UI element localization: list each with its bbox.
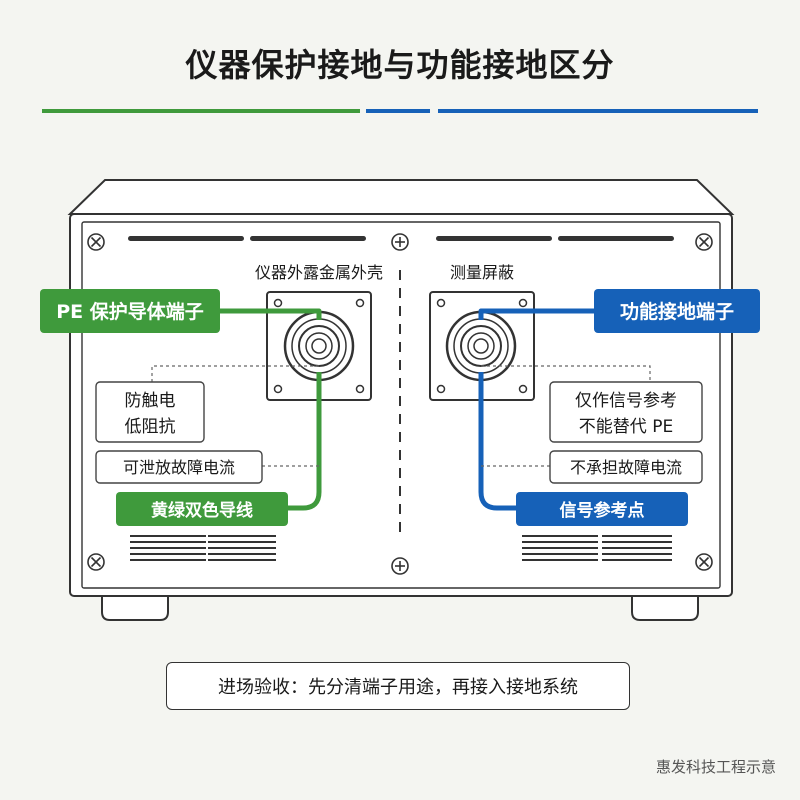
green-wire-label-box	[116, 492, 288, 526]
plate-hole	[436, 384, 446, 394]
functional-terminal-label: 功能接地端子	[620, 300, 734, 323]
plate-hole	[436, 298, 446, 308]
screw-icon	[87, 553, 105, 571]
screw-icon	[87, 233, 105, 251]
leader-line	[151, 365, 319, 382]
left-note-line1: 防触电	[125, 391, 176, 411]
foot-right	[631, 595, 699, 621]
watermark: 惠发科技工程示意	[655, 758, 776, 776]
right-note-line2: 不能替代 PE	[579, 417, 673, 437]
signal-reference-label-box	[516, 492, 688, 526]
page-title: 仪器保护接地与功能接地区分	[185, 46, 615, 84]
right-note-box	[549, 381, 703, 443]
green-yellow-wire	[288, 372, 322, 511]
right-note-line1: 仅作信号参考	[575, 391, 677, 411]
binding-post-icon	[445, 310, 517, 382]
functional-terminal-block	[429, 291, 535, 401]
screw-group	[87, 233, 713, 575]
signal-reference-label: 信号参考点	[560, 500, 645, 521]
signal-reference-wire	[478, 372, 516, 511]
vent-grille-icon	[602, 535, 672, 561]
left-note2: 可泄放故障电流	[123, 458, 235, 477]
acceptance-note-text: 进场验收：先分清端子用途，再接入接地系统	[218, 677, 578, 698]
right-note2: 不承担故障电流	[570, 458, 682, 477]
plate-hole	[355, 298, 365, 308]
vent-grille-icon	[208, 535, 276, 561]
pe-terminal-block	[266, 291, 372, 401]
left-panel-label: 仪器外露金属外壳	[255, 263, 383, 282]
top-slot	[128, 236, 244, 241]
vent-group	[130, 535, 672, 561]
top-slot	[436, 236, 552, 241]
left-note-line2: 低阻抗	[125, 417, 176, 437]
plate-hole	[273, 298, 283, 308]
top-slot	[250, 236, 366, 241]
vent-grille-icon	[522, 535, 598, 561]
acceptance-note: 进场验收：先分清端子用途，再接入接地系统	[166, 662, 630, 710]
right-note2-box	[549, 450, 703, 484]
plate-hole	[273, 384, 283, 394]
top-slot	[558, 236, 674, 241]
vent-grille-icon	[130, 535, 206, 561]
right-panel-label: 测量屏蔽	[450, 263, 514, 282]
pe-terminal-label-box	[40, 289, 220, 333]
leader-line	[481, 365, 651, 382]
enclosure-top	[67, 179, 735, 215]
screw-icon	[391, 233, 409, 251]
plate-hole	[518, 384, 528, 394]
functional-terminal-label-box	[594, 289, 760, 333]
screw-icon	[695, 553, 713, 571]
binding-post-icon	[283, 310, 355, 382]
pe-link-wire	[220, 308, 322, 320]
plate-hole	[518, 298, 528, 308]
green-wire-label: 黄绿双色导线	[151, 500, 253, 521]
left-note2-box	[95, 450, 263, 484]
screw-icon	[695, 233, 713, 251]
plate-hole	[355, 384, 365, 394]
enclosure-front-panel	[81, 221, 721, 589]
functional-link-wire	[478, 308, 594, 320]
screw-icon	[391, 557, 409, 575]
pe-terminal-label: PE 保护导体端子	[56, 300, 204, 323]
foot-left	[101, 595, 169, 621]
left-note-box	[95, 381, 205, 443]
